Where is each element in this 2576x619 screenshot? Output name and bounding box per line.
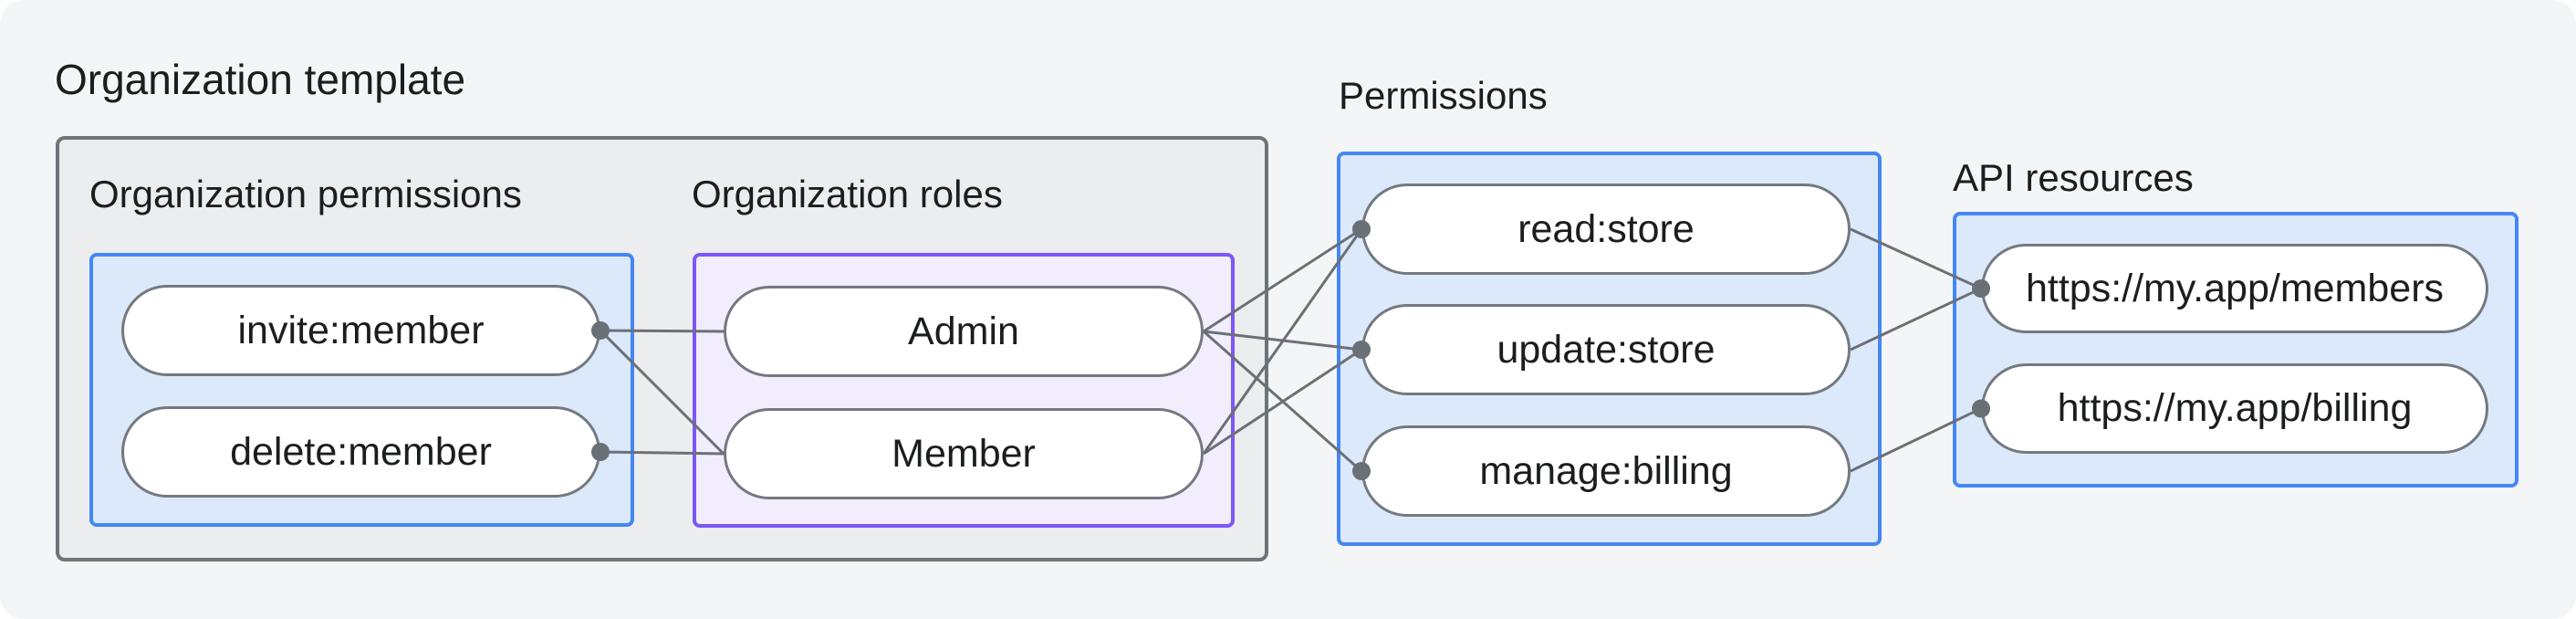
organization-template-label: Organization template (55, 56, 466, 103)
node-read-store: read:store (1361, 184, 1851, 275)
organization-roles-label: Organization roles (692, 173, 1003, 215)
node-update-store: update:store (1361, 304, 1851, 395)
permissions-label: Permissions (1339, 74, 1548, 117)
node-members-api-resource: https://my.app/members (1981, 244, 2488, 333)
organization-permissions-label: Organization permissions (89, 173, 522, 215)
node-admin-role: Admin (724, 286, 1204, 377)
node-invite-member: invite:member (121, 285, 600, 376)
node-manage-billing: manage:billing (1361, 425, 1851, 517)
node-member-role: Member (724, 408, 1204, 499)
node-billing-api-resource: https://my.app/billing (1981, 363, 2488, 454)
node-delete-member: delete:member (121, 406, 600, 498)
api-resources-label: API resources (1953, 156, 2194, 199)
